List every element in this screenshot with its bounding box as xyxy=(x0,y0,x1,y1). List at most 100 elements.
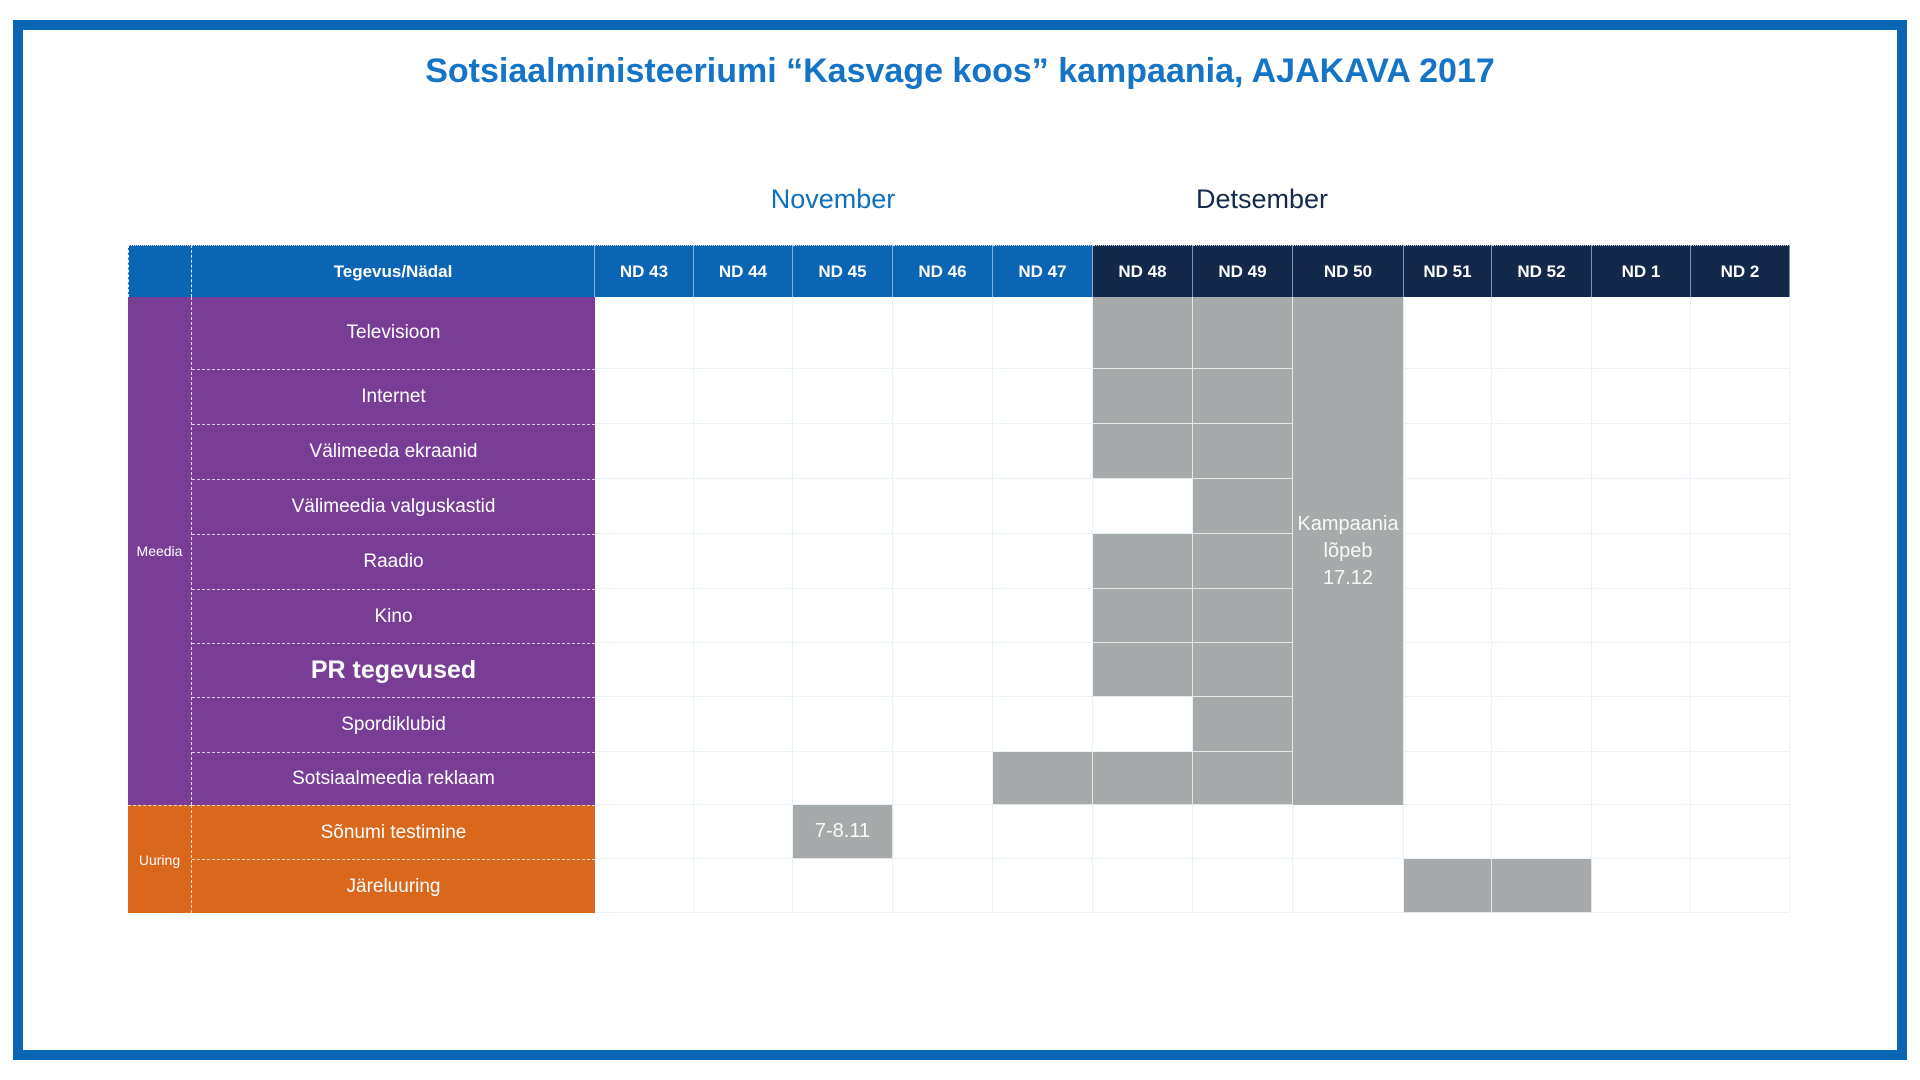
cell-kino-nd-51 xyxy=(1404,589,1492,643)
cell-sotsiaalmeedia-reklaam-nd-43 xyxy=(595,752,694,805)
cell-sotsiaalmeedia-reklaam-nd-49 xyxy=(1193,752,1293,805)
cell-spordiklubid-nd-1 xyxy=(1592,697,1691,752)
group-label-uuring: Uuring xyxy=(128,805,192,913)
cell-v-limeedia-valguskastid-nd-47 xyxy=(993,479,1093,534)
cell-spordiklubid-nd-44 xyxy=(694,697,793,752)
cell-pr-tegevused-nd-2 xyxy=(1691,643,1790,697)
cell-kino-nd-44 xyxy=(694,589,793,643)
cell-s-numi-testimine-nd-46 xyxy=(893,805,993,859)
cell-spordiklubid-nd-45 xyxy=(793,697,893,752)
cell-internet-nd-46 xyxy=(893,369,993,424)
cell-kino-nd-46 xyxy=(893,589,993,643)
cell-pr-tegevused-nd-45 xyxy=(793,643,893,697)
cell-internet-nd-44 xyxy=(694,369,793,424)
cell-televisioon-nd-45 xyxy=(793,297,893,369)
week-header-nd-52: ND 52 xyxy=(1492,245,1592,297)
cell-spordiklubid-nd-47 xyxy=(993,697,1093,752)
cell-sotsiaalmeedia-reklaam-nd-44 xyxy=(694,752,793,805)
cell-v-limeeda-ekraanid-nd-1 xyxy=(1592,424,1691,479)
cell-internet-nd-49 xyxy=(1193,369,1293,424)
activity-label-v-limeeda-ekraanid: Välimeeda ekraanid xyxy=(192,424,595,479)
cell-j-reluuring-nd-1 xyxy=(1592,859,1691,913)
cell-internet-nd-47 xyxy=(993,369,1093,424)
cell-s-numi-testimine-nd-47 xyxy=(993,805,1093,859)
cell-spordiklubid-nd-46 xyxy=(893,697,993,752)
cell-televisioon-nd-2 xyxy=(1691,297,1790,369)
cell-s-numi-testimine-nd-2 xyxy=(1691,805,1790,859)
cell-televisioon-nd-43 xyxy=(595,297,694,369)
cell-j-reluuring-nd-43 xyxy=(595,859,694,913)
month-label-detsember: Detsember xyxy=(1195,184,1329,214)
activity-label-sotsiaalmeedia-reklaam: Sotsiaalmeedia reklaam xyxy=(192,752,595,805)
group-label-meedia: Meedia xyxy=(128,297,192,805)
cell-pr-tegevused-nd-43 xyxy=(595,643,694,697)
cell-s-numi-testimine-nd-45: 7-8.11 xyxy=(793,805,893,859)
activity-label-kino: Kino xyxy=(192,589,595,643)
cell-pr-tegevused-nd-44 xyxy=(694,643,793,697)
month-label-november: November xyxy=(770,184,896,214)
cell-kino-nd-1 xyxy=(1592,589,1691,643)
cell-televisioon-nd-52 xyxy=(1492,297,1592,369)
cell-sotsiaalmeedia-reklaam-nd-51 xyxy=(1404,752,1492,805)
cell-pr-tegevused-nd-1 xyxy=(1592,643,1691,697)
cell-v-limeedia-valguskastid-nd-44 xyxy=(694,479,793,534)
header-corner-blank xyxy=(128,245,192,297)
week-header-nd-43: ND 43 xyxy=(595,245,694,297)
cell-v-limeedia-valguskastid-nd-46 xyxy=(893,479,993,534)
cell-spordiklubid-nd-49 xyxy=(1193,697,1293,752)
week-header-nd-1: ND 1 xyxy=(1592,245,1691,297)
activity-label-internet: Internet xyxy=(192,369,595,424)
cell-televisioon-nd-44 xyxy=(694,297,793,369)
cell-v-limeeda-ekraanid-nd-43 xyxy=(595,424,694,479)
activity-label-pr-tegevused: PR tegevused xyxy=(192,643,595,697)
week-header-nd-50: ND 50 xyxy=(1293,245,1404,297)
week-header-nd-46: ND 46 xyxy=(893,245,993,297)
week-header-nd-2: ND 2 xyxy=(1691,245,1790,297)
week-header-nd-47: ND 47 xyxy=(993,245,1093,297)
cell-s-numi-testimine-nd-43 xyxy=(595,805,694,859)
cell-kino-nd-49 xyxy=(1193,589,1293,643)
cell-v-limeedia-valguskastid-nd-1 xyxy=(1592,479,1691,534)
cell-kino-nd-45 xyxy=(793,589,893,643)
cell-raadio-nd-45 xyxy=(793,534,893,589)
activity-label-v-limeedia-valguskastid: Välimeedia valguskastid xyxy=(192,479,595,534)
cell-televisioon-nd-46 xyxy=(893,297,993,369)
cell-j-reluuring-nd-2 xyxy=(1691,859,1790,913)
cell-spordiklubid-nd-43 xyxy=(595,697,694,752)
activity-label-televisioon: Televisioon xyxy=(192,297,595,369)
cell-v-limeeda-ekraanid-nd-2 xyxy=(1691,424,1790,479)
cell-internet-nd-43 xyxy=(595,369,694,424)
cell-j-reluuring-nd-47 xyxy=(993,859,1093,913)
week-header-nd-49: ND 49 xyxy=(1193,245,1293,297)
activity-label-j-reluuring: Järeluuring xyxy=(192,859,595,913)
week-header-nd-44: ND 44 xyxy=(694,245,793,297)
cell-raadio-nd-52 xyxy=(1492,534,1592,589)
cell-raadio-nd-47 xyxy=(993,534,1093,589)
campaign-end-note-line: lõpeb xyxy=(1323,539,1373,562)
cell-kino-nd-43 xyxy=(595,589,694,643)
cell-v-limeeda-ekraanid-nd-48 xyxy=(1093,424,1193,479)
cell-v-limeeda-ekraanid-nd-44 xyxy=(694,424,793,479)
activity-label-s-numi-testimine: Sõnumi testimine xyxy=(192,805,595,859)
cell-spordiklubid-nd-2 xyxy=(1691,697,1790,752)
week-header-nd-45: ND 45 xyxy=(793,245,893,297)
cell-s-numi-testimine-nd-49 xyxy=(1193,805,1293,859)
cell-s-numi-testimine-nd-52 xyxy=(1492,805,1592,859)
cell-internet-nd-1 xyxy=(1592,369,1691,424)
cell-v-limeedia-valguskastid-nd-2 xyxy=(1691,479,1790,534)
cell-pr-tegevused-nd-52 xyxy=(1492,643,1592,697)
cell-raadio-nd-1 xyxy=(1592,534,1691,589)
activity-label-raadio: Raadio xyxy=(192,534,595,589)
cell-s-numi-testimine-nd-51 xyxy=(1404,805,1492,859)
cell-spordiklubid-nd-52 xyxy=(1492,697,1592,752)
cell-v-limeeda-ekraanid-nd-46 xyxy=(893,424,993,479)
cell-kino-nd-2 xyxy=(1691,589,1790,643)
cell-sotsiaalmeedia-reklaam-nd-1 xyxy=(1592,752,1691,805)
message-testing-date-note: 7-8.11 xyxy=(814,820,871,842)
cell-raadio-nd-2 xyxy=(1691,534,1790,589)
activity-label-spordiklubid: Spordiklubid xyxy=(192,697,595,752)
cell-j-reluuring-nd-45 xyxy=(793,859,893,913)
cell-kino-nd-48 xyxy=(1093,589,1193,643)
cell-j-reluuring-nd-50 xyxy=(1293,859,1404,913)
